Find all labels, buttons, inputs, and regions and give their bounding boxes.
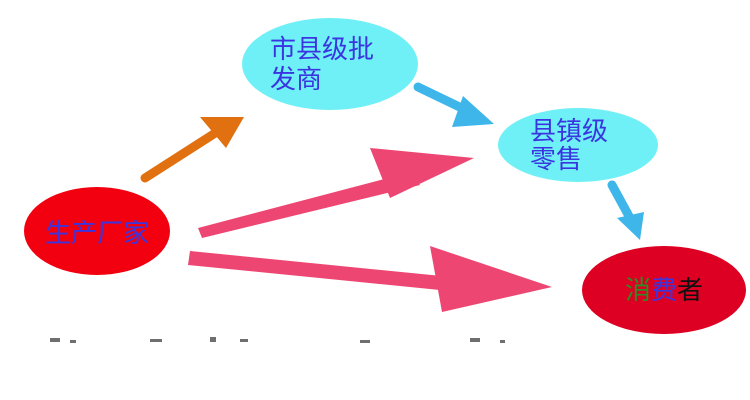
- consumer-ellipse: [582, 246, 746, 334]
- bottom-fragments: [50, 337, 505, 343]
- retailer-ellipse: [498, 108, 658, 182]
- arrow-retailer-to-consumer: [607, 180, 644, 240]
- consumer-char-3: 者: [677, 276, 703, 306]
- retailer-label-line1: 县镇级: [530, 117, 608, 147]
- arrow-manufacturer-to-retailer: [198, 148, 474, 238]
- node-consumer: 消费者: [582, 246, 746, 334]
- manufacturer-label: 生产厂家: [45, 219, 149, 249]
- arrow-wholesaler-to-retailer: [413, 82, 494, 127]
- arrow-manufacturer-to-consumer: [188, 246, 552, 312]
- consumer-label: 消费者: [625, 276, 703, 306]
- consumer-char-2: 费: [651, 276, 677, 306]
- node-retailer: 县镇级 零售: [498, 108, 658, 182]
- manufacturer-ellipse: [24, 187, 170, 275]
- wholesaler-label-line2: 发商: [270, 65, 322, 95]
- arrow-manufacturer-to-wholesaler: [140, 117, 244, 183]
- wholesaler-ellipse: [242, 18, 418, 110]
- node-wholesaler: 市县级批 发商: [242, 18, 418, 110]
- retailer-label-line2: 零售: [530, 145, 582, 175]
- consumer-char-1: 消: [625, 276, 651, 306]
- node-manufacturer: 生产厂家: [24, 187, 170, 275]
- wholesaler-label-line1: 市县级批: [270, 35, 374, 65]
